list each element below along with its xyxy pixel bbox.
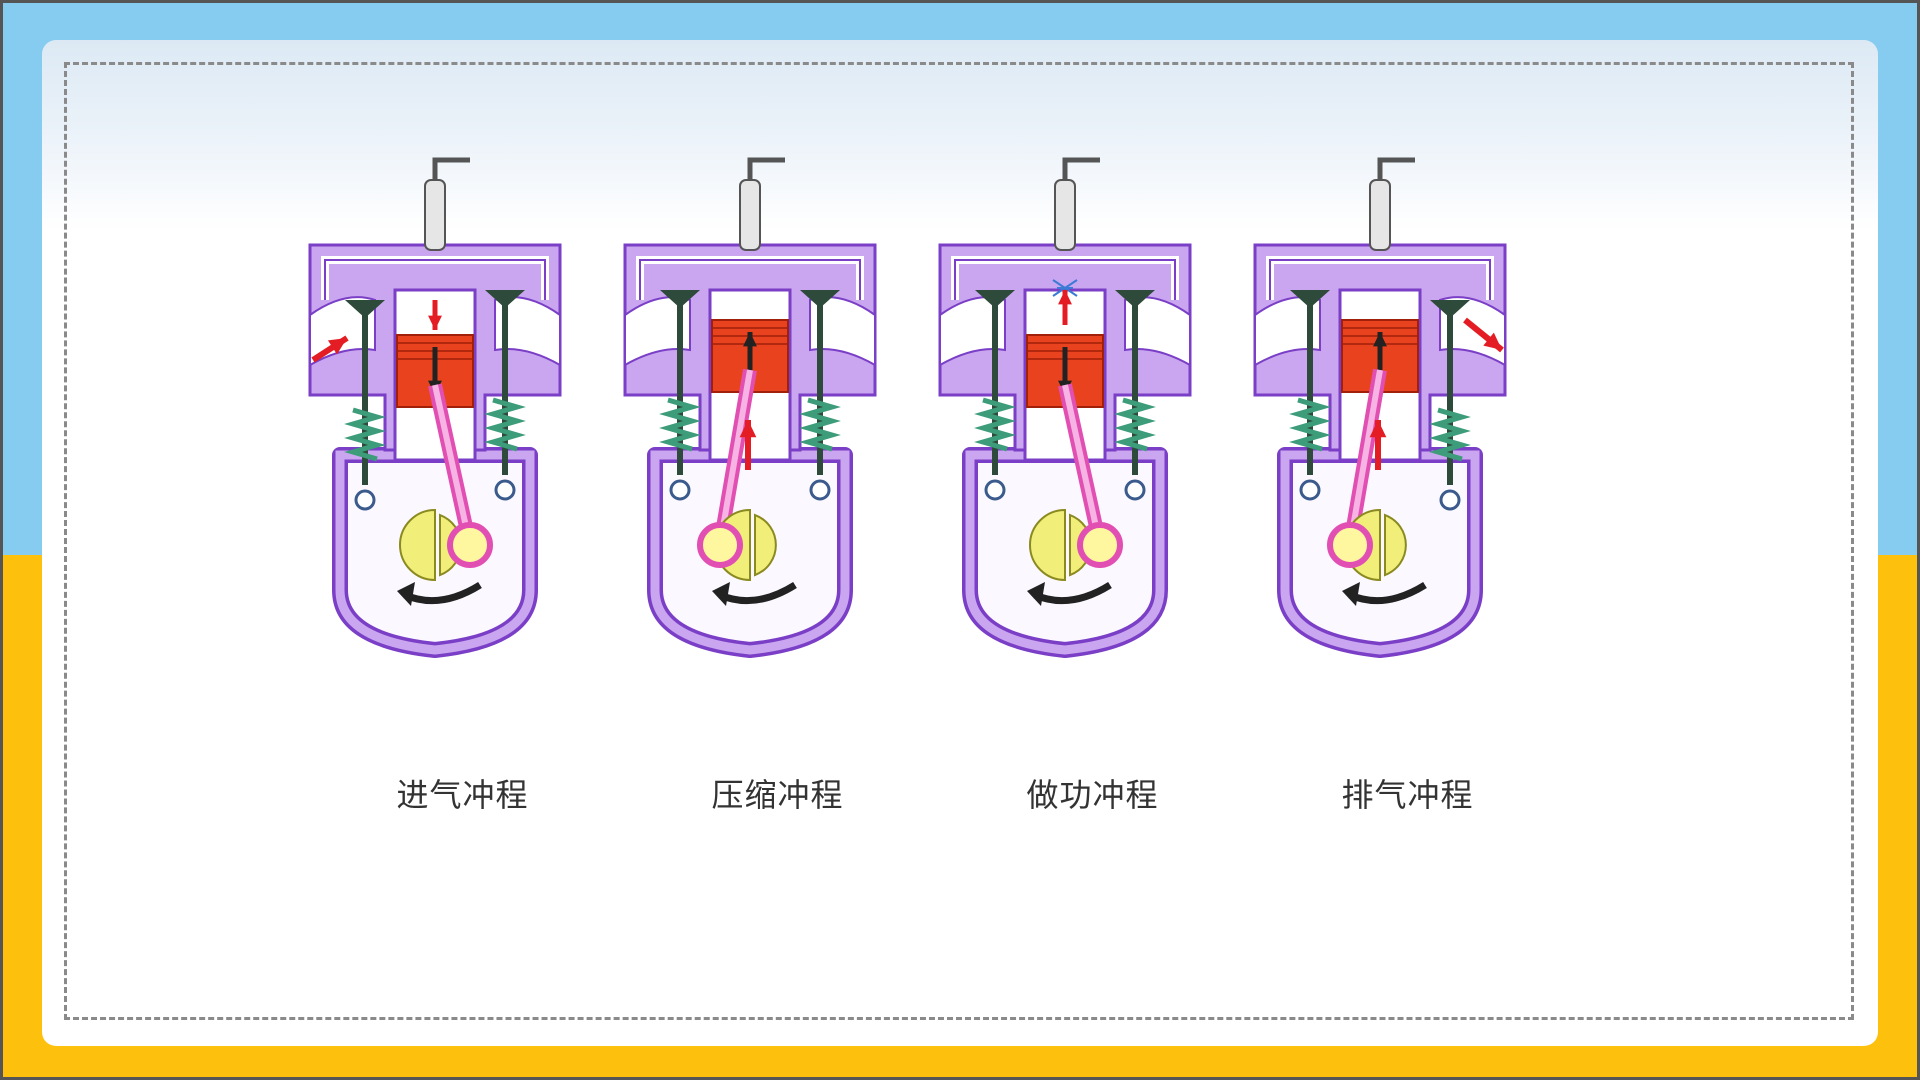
spark-plug xyxy=(740,180,760,250)
exhaust-valve-cam xyxy=(1126,481,1144,499)
stroke-panel-intake: 进气冲程 xyxy=(305,150,620,810)
spark-plug xyxy=(425,180,445,250)
spark-plug xyxy=(1370,180,1390,250)
engine-figure-exhaust xyxy=(1250,150,1565,780)
intake-valve-cam xyxy=(356,491,374,509)
crank-pin xyxy=(1080,525,1120,565)
exhaust-valve-cam xyxy=(811,481,829,499)
spark-plug-wire xyxy=(750,160,785,180)
engine-diagram: 进气冲程 压缩冲程 做功冲程 排气冲程 xyxy=(305,150,1565,810)
intake-valve-cam xyxy=(986,481,1004,499)
intake-valve-cam xyxy=(671,481,689,499)
crank-pin xyxy=(1330,525,1370,565)
spark-plug xyxy=(1055,180,1075,250)
intake-valve-cam xyxy=(1301,481,1319,499)
spark-plug-wire xyxy=(1065,160,1100,180)
stroke-panel-exhaust: 排气冲程 xyxy=(1250,150,1565,810)
exhaust-valve-cam xyxy=(1441,491,1459,509)
stroke-panel-compression: 压缩冲程 xyxy=(620,150,935,810)
stroke-caption-exhaust: 排气冲程 xyxy=(1250,770,1565,816)
stroke-panel-power: 做功冲程 xyxy=(935,150,1250,810)
stroke-caption-compression: 压缩冲程 xyxy=(620,770,935,816)
stroke-caption-power: 做功冲程 xyxy=(935,770,1250,816)
stroke-caption-intake: 进气冲程 xyxy=(305,770,620,816)
engine-figure-compression xyxy=(620,150,935,780)
crank-pin xyxy=(450,525,490,565)
crank-pin xyxy=(700,525,740,565)
engine-figure-power xyxy=(935,150,1250,780)
spark-plug-wire xyxy=(435,160,470,180)
exhaust-valve-cam xyxy=(496,481,514,499)
engine-figure-intake xyxy=(305,150,620,780)
spark-plug-wire xyxy=(1380,160,1415,180)
